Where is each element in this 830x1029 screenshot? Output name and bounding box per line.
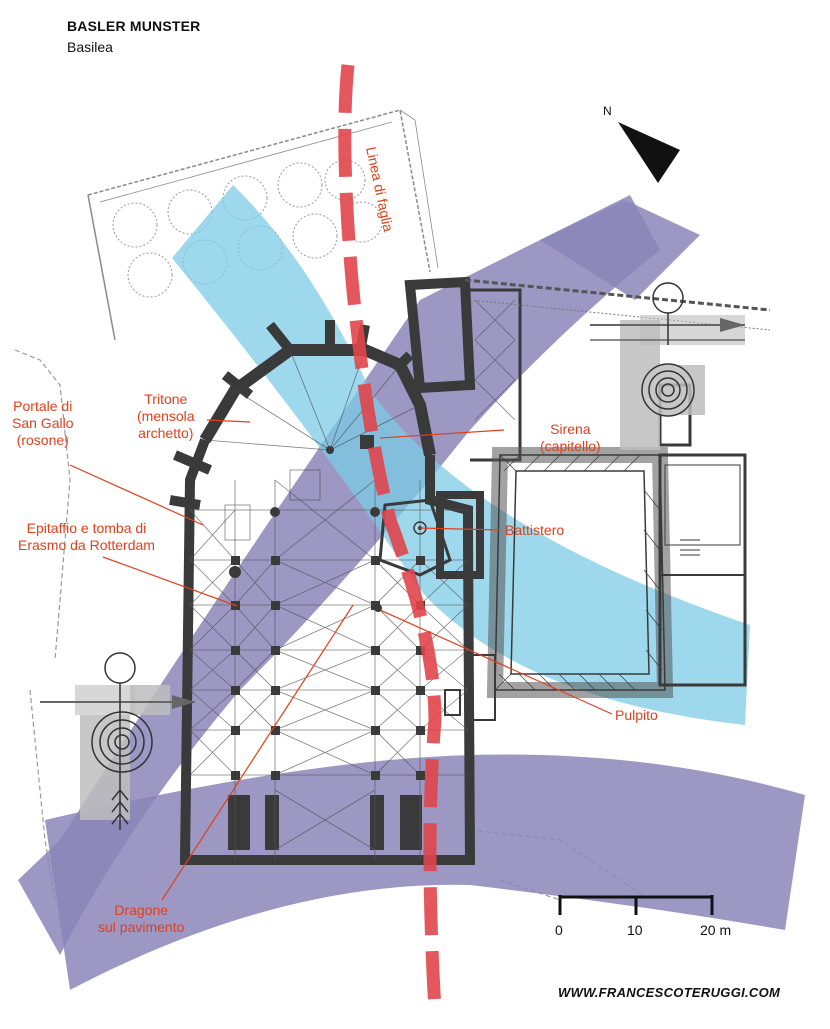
label-sirena: Sirena (capitello)	[540, 421, 601, 454]
pulpit-marker	[374, 604, 382, 612]
marker-east	[590, 282, 745, 450]
north-arrow	[618, 122, 680, 183]
page-subtitle: Basilea	[67, 39, 113, 55]
cloister	[486, 447, 674, 698]
purple-band-upper	[18, 195, 660, 955]
baptistery-chapel	[378, 491, 484, 579]
label-epitaffio: Epitaffio e tomba di Erasmo da Rotterdam	[18, 520, 155, 553]
page-title: BASLER MUNSTER	[67, 18, 201, 34]
upper-arcade	[464, 278, 771, 331]
label-dragone: Dragone sul pavimento	[98, 902, 185, 935]
fault-line-label: Linea di faglia	[363, 145, 397, 233]
leader-lines	[69, 419, 613, 901]
label-tritone: Tritone (mensola archetto)	[137, 391, 195, 441]
label-battistero: Battistero	[505, 522, 565, 538]
scale-tick-0: 0	[555, 922, 563, 938]
north-label: N	[603, 104, 612, 118]
label-pulpito: Pulpito	[615, 707, 658, 723]
marker-west	[40, 652, 195, 830]
label-portale: Portale di San Gallo (rosone)	[12, 398, 74, 448]
west-towers	[228, 795, 422, 850]
website-url: WWW.FRANCESCOTERUGGI.COM	[558, 985, 781, 1000]
scale-tick-10: 10	[627, 922, 643, 938]
scale-bar	[558, 895, 714, 915]
crossing-detail	[224, 469, 376, 561]
blue-band	[172, 185, 750, 725]
fault-line	[338, 64, 442, 1011]
scale-tick-20: 20 m	[700, 922, 732, 938]
purple-band-right	[540, 200, 700, 300]
nave-walls	[179, 438, 476, 865]
